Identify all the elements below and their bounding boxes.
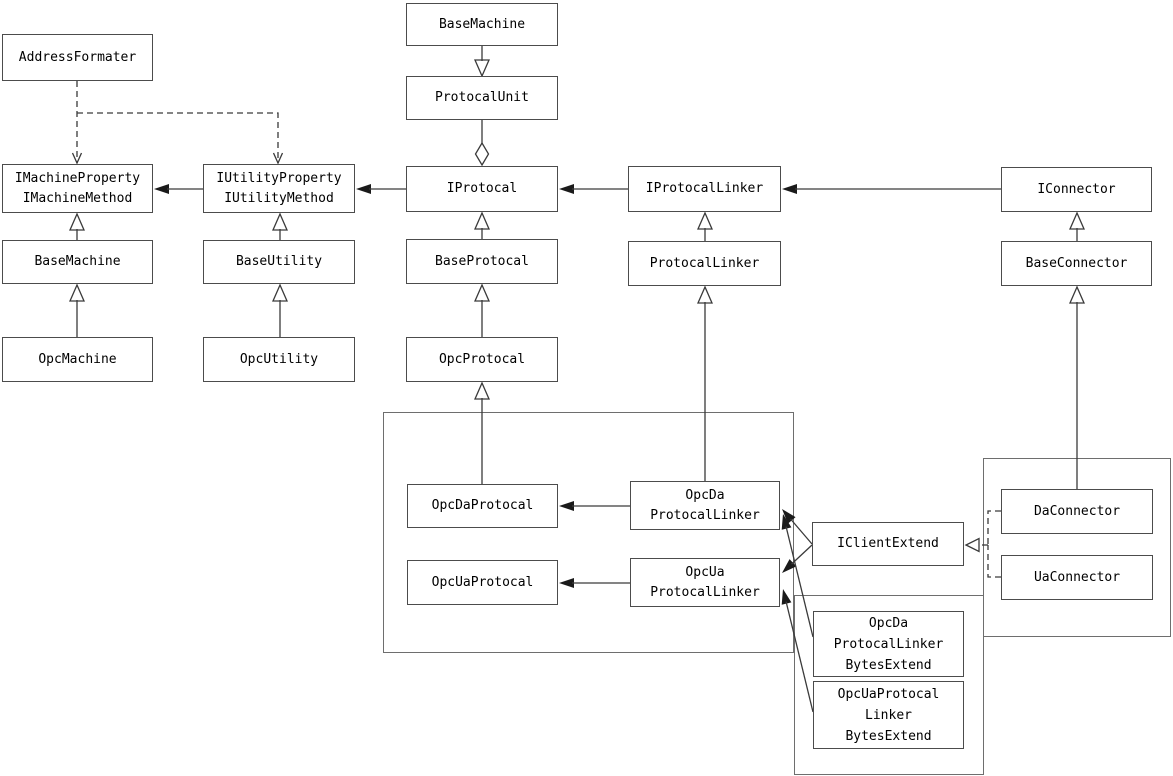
assoc-iutility-to-imachine [154, 184, 203, 194]
class-box-base-utility: BaseUtility [203, 240, 355, 284]
assoc-opcuaprotocallinker-to-opcuaprotocal [559, 578, 630, 588]
class-label: IMachineMethod [22, 190, 133, 206]
arrow-basemachine-to-protocalunit [474, 46, 490, 78]
class-label: OpcDaProtocal [431, 498, 534, 513]
class-box-protocal-linker: ProtocalLinker [628, 241, 781, 286]
class-label: DaConnector [1033, 503, 1121, 519]
class-box-iprotocal-linker: IProtocalLinker [628, 166, 781, 212]
class-label: OpcUaProtocal [431, 574, 534, 590]
class-label: ProtocalLinker [833, 636, 944, 652]
realize-to-iclientextend [964, 537, 988, 553]
class-label: IProtocal [446, 181, 518, 196]
group-box-protocal-group [383, 412, 794, 653]
class-box-da-connector: DaConnector [1001, 489, 1153, 534]
class-label: ProtocalLinker [650, 584, 760, 600]
class-label: OpcMachine [38, 351, 117, 367]
assoc-opcdabytesextend-to-opcdaprotocallinker [781, 514, 814, 638]
realize-daconnector-dash [987, 510, 1001, 545]
assoc-iprotocal-to-iutility [356, 184, 406, 194]
class-box-opc-machine: OpcMachine [2, 337, 153, 382]
inherit-daconnector-to-baseconnector [1069, 285, 1085, 489]
class-label: OpcUaProtocal [837, 686, 940, 702]
class-label: IConnector [1037, 181, 1116, 197]
class-box-base-machine-top: BaseMachine [406, 3, 558, 46]
class-box-opc-utility: OpcUtility [203, 337, 355, 382]
class-label: BaseUtility [235, 254, 323, 269]
class-label: BaseMachine [438, 16, 526, 32]
class-label: IProtocalLinker [645, 181, 764, 196]
class-label: OpcUa [685, 564, 725, 580]
class-label: ProtocalLinker [650, 507, 760, 523]
class-label: IUtilityProperty [216, 170, 342, 186]
assoc-opcuabytesextend-to-opcuaprotocallinker [781, 589, 814, 713]
class-label: OpcUtility [239, 351, 319, 367]
class-label: OpcProtocal [438, 351, 526, 367]
class-box-protocal-unit: ProtocalUnit [406, 76, 558, 120]
inherit-opcprotocal-to-baseprotocal [474, 283, 490, 337]
class-label: Linker [865, 707, 912, 723]
class-box-iprotocal: IProtocal [406, 166, 558, 212]
class-label: IMachineProperty [14, 170, 141, 186]
class-label: BaseConnector [1025, 255, 1128, 271]
class-box-opc-protocal: OpcProtocal [406, 337, 558, 382]
inherit-opcutility-to-baseutility [272, 283, 288, 337]
dependency-addressformater-to-iutility [77, 112, 284, 165]
class-box-opcua-protocal: OpcUaProtocal [407, 560, 558, 605]
assoc-iclientextend-to-opcuaprotocallinker [782, 544, 813, 573]
assoc-iprotocallinker-to-iprotocal [559, 184, 628, 194]
inherit-baseconnector-to-iconnector [1069, 211, 1085, 241]
class-box-iconnector: IConnector [1001, 167, 1152, 212]
assoc-iconnector-to-iprotocallinker [782, 184, 1001, 194]
class-box-base-protocal: BaseProtocal [406, 239, 558, 284]
class-label: IClientExtend [837, 536, 939, 551]
inherit-opcdaprotocal-to-opcprotocal [474, 381, 490, 484]
assoc-iclientextend-to-opcdaprotocallinker [782, 509, 813, 545]
dependency-addressformater-to-imachine [71, 81, 83, 165]
inherit-baseprotocal-to-iprotocal [474, 211, 490, 239]
class-box-address-formater: AddressFormater [2, 34, 153, 81]
class-label: ProtocalUnit [435, 90, 529, 105]
class-label: BytesExtend [845, 657, 932, 673]
class-label: OpcDa [685, 487, 725, 503]
class-box-ua-connector: UaConnector [1001, 555, 1153, 600]
class-label: BytesExtend [845, 728, 932, 744]
class-box-base-machine-left: BaseMachine [2, 240, 153, 284]
assoc-opcdaprotocallinker-to-opcdaprotocal [559, 501, 630, 511]
class-label: OpcDa [868, 615, 909, 631]
aggregation-protocalunit-to-iprotocal [474, 120, 490, 167]
class-label: UaConnector [1033, 569, 1121, 585]
class-label: BaseProtocal [435, 253, 529, 269]
inherit-basemachine-to-imachine [69, 212, 85, 240]
inherit-opcmachine-to-basemachine [69, 283, 85, 337]
class-label: BaseMachine [34, 254, 121, 269]
inherit-baseutility-to-iutility [272, 212, 288, 240]
inherit-opcdaprotocallinker-to-protocallinker [697, 285, 713, 481]
class-box-iclient-extend: IClientExtend [812, 522, 964, 566]
group-box-bytes-extend-group [794, 595, 984, 775]
class-box-base-connector: BaseConnector [1001, 241, 1152, 286]
class-box-opcda-protocal: OpcDaProtocal [407, 484, 558, 528]
inherit-protocallinker-to-iprotocallinker [697, 211, 713, 241]
class-label: ProtocalLinker [649, 255, 760, 271]
realize-uaconnector-dash [987, 545, 1001, 578]
class-label: AddressFormater [18, 49, 137, 65]
class-label: IUtilityMethod [224, 190, 334, 206]
